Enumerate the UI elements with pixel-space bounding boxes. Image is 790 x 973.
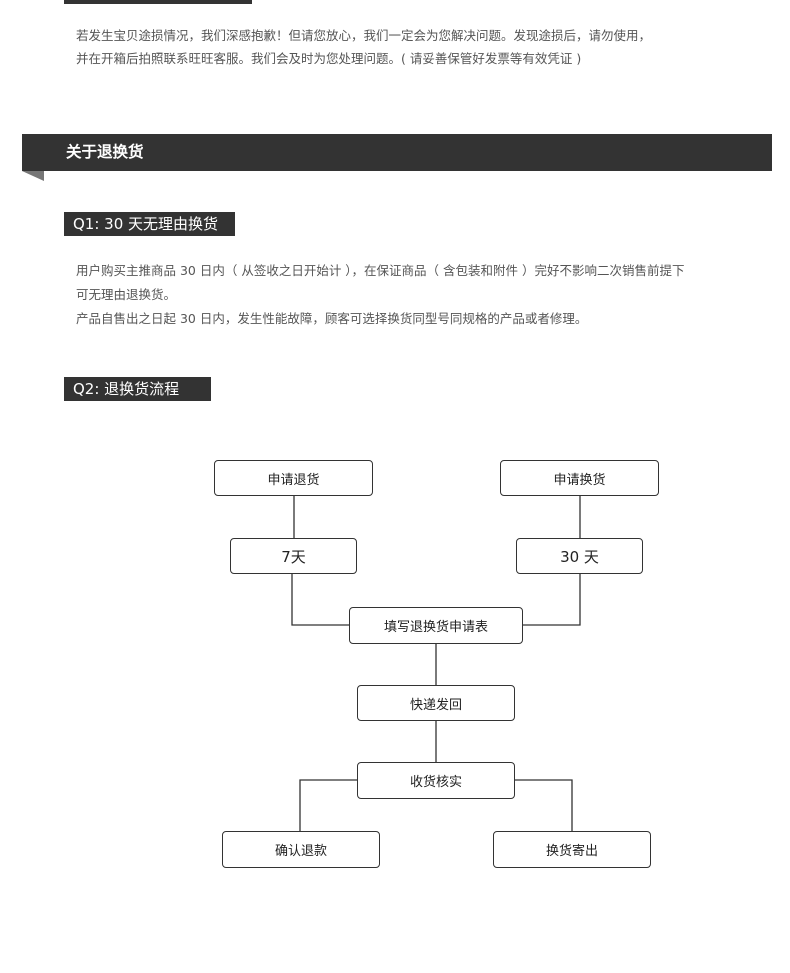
damage-notice-line-2: 并在开箱后拍照联系旺旺客服。我们会及时为您处理问题。( 请妥善保管好发票等有效凭…: [76, 51, 582, 66]
section-header: 关于退换货: [22, 134, 772, 171]
q1-line-2: 可无理由退换货。: [76, 287, 177, 302]
flow-node-check-goods: 收货核实: [357, 762, 515, 799]
q2-label: Q2: 退换货流程: [64, 377, 211, 401]
q1-line-1: 用户购买主推商品 30 日内（ 从签收之日开始计 ），在保证商品（ 含包装和附件…: [76, 263, 685, 278]
flow-node-confirm-refund: 确认退款: [222, 831, 380, 868]
connector-check-to-refund: [299, 779, 357, 831]
q1-label: Q1: 30 天无理由换货: [64, 212, 235, 236]
flow-node-30-days: 30 天: [516, 538, 643, 574]
connector-30days-to-form: [523, 574, 581, 626]
flow-node-apply-return: 申请退货: [214, 460, 373, 496]
flow-node-ship-back: 快递发回: [357, 685, 515, 721]
q1-body: 用户购买主推商品 30 日内（ 从签收之日开始计 ），在保证商品（ 含包装和附件…: [76, 259, 776, 331]
connector-7days-to-form: [291, 574, 349, 626]
connector-check-to-exchange-ship: [515, 779, 573, 831]
section-header-fold: [22, 171, 44, 181]
flow-node-exchange-ship: 换货寄出: [493, 831, 651, 868]
section-title: 关于退换货: [66, 143, 144, 161]
flow-node-fill-form: 填写退换货申请表: [349, 607, 523, 644]
top-divider-bar: [64, 0, 252, 4]
flow-node-apply-exchange: 申请换货: [500, 460, 659, 496]
damage-notice: 若发生宝贝途损情况，我们深感抱歉！但请您放心，我们一定会为您解决问题。发现途损后…: [76, 24, 776, 70]
q1-line-3: 产品自售出之日起 30 日内，发生性能故障，顾客可选择换货同型号同规格的产品或者…: [76, 311, 588, 326]
damage-notice-line-1: 若发生宝贝途损情况，我们深感抱歉！但请您放心，我们一定会为您解决问题。发现途损后…: [76, 28, 652, 43]
flow-node-7-days: 7天: [230, 538, 357, 574]
